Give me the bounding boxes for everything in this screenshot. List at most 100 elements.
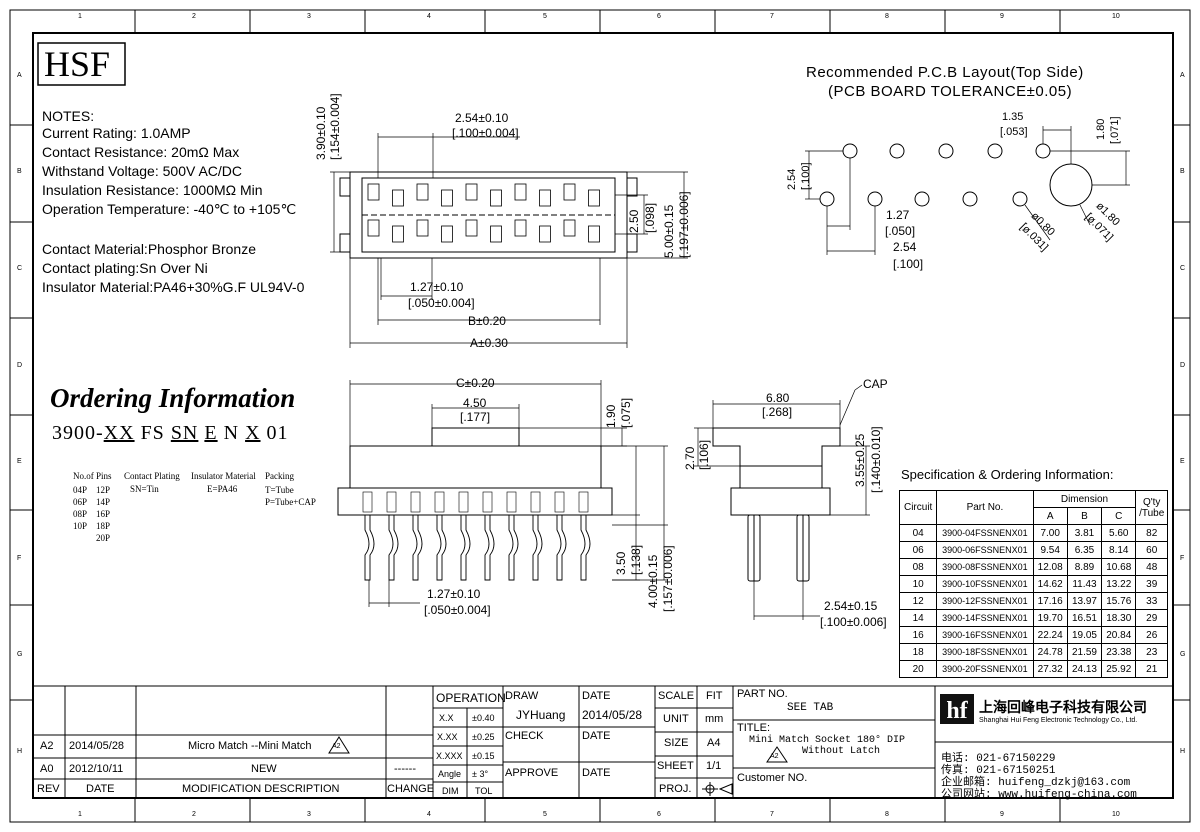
- side-view-dims: [349, 380, 668, 607]
- dim-end-h1-in: [.106]: [697, 439, 711, 470]
- zone-col-9-bottom: 9: [1000, 811, 1004, 818]
- pcb-tolerance: (PCB BOARD TOLERANCE±0.05): [828, 83, 1073, 100]
- dim-side-w-in: [.177]: [460, 410, 491, 424]
- approve-date-label: DATE: [582, 767, 611, 779]
- zone-row-c: C: [17, 265, 23, 272]
- tol-angle: Angle: [438, 769, 462, 779]
- pin: [364, 515, 375, 581]
- dim-end-h2-in: [.140±0.010]: [869, 426, 883, 493]
- contact-slot: [490, 225, 502, 243]
- contact-slot: [441, 225, 453, 243]
- code-suffix: 01: [260, 422, 289, 444]
- spec-cell: 8.89: [1066, 558, 1103, 576]
- spec-cell: 06: [898, 541, 938, 559]
- th-dimension: Dimension: [1032, 490, 1137, 508]
- pcb-d3-in: [.100]: [800, 162, 812, 190]
- zone-row-d-right: D: [1180, 362, 1186, 369]
- size-label: SIZE: [664, 737, 689, 749]
- zone-row-h-right: H: [1180, 748, 1186, 755]
- proj-label: PROJ.: [659, 783, 692, 795]
- pin-slot: [530, 491, 541, 513]
- pin: [460, 515, 471, 581]
- spec-cell: 12.08: [1032, 558, 1068, 576]
- packing-label: Packing: [265, 471, 294, 481]
- tol-xx: X.X: [439, 713, 454, 723]
- top-view-contacts: [367, 183, 600, 243]
- contact-slot: [539, 189, 551, 207]
- zone-row-a: A: [17, 72, 22, 79]
- dim-c: C±0.20: [456, 376, 495, 390]
- pin: [508, 515, 519, 581]
- dim-end-h2: 3.55±0.25: [853, 433, 867, 487]
- sheet-label: SHEET: [657, 760, 694, 772]
- zone-row-h: H: [17, 748, 23, 755]
- spec-cell: 3900-18FSSNENX01: [936, 643, 1034, 661]
- spec-cell: 04: [898, 524, 938, 542]
- spec-cell: 13.97: [1066, 592, 1103, 610]
- pcb-d1: 1.35: [1002, 111, 1024, 123]
- contact-slot: [416, 183, 429, 201]
- rev-a2-date: 2014/05/28: [69, 740, 125, 752]
- spec-cell: 23: [1135, 643, 1168, 661]
- pcb-title: Recommended P.C.B Layout(Top Side): [806, 64, 1084, 81]
- dim-pitch-in: [.100±0.004]: [452, 126, 519, 140]
- plating-value: SN=Tin: [130, 484, 159, 494]
- spec-cell: 3900-14FSSNENX01: [936, 609, 1034, 627]
- spec-cell: 82: [1135, 524, 1168, 542]
- customer-label: Customer NO.: [737, 772, 808, 784]
- spec-cell: 10.68: [1101, 558, 1137, 576]
- zone-col-6: 6: [657, 13, 661, 20]
- material-line: Insulator Material:PA46+30%G.F UL94V-0: [42, 279, 305, 295]
- pcb-dims: [805, 126, 1130, 255]
- part-no-label: PART NO.: [737, 688, 788, 700]
- zone-row-g: G: [17, 651, 23, 658]
- scale-label: SCALE: [658, 690, 695, 702]
- dim-top-height-in: [.154±0.004]: [328, 93, 342, 160]
- operation-label: OPERATION: [436, 691, 506, 705]
- company-fax: 传真: 021-67150251: [941, 765, 1056, 777]
- zone-col-1: 1: [78, 13, 82, 20]
- rev-a0-date: 2012/10/11: [69, 763, 124, 775]
- contact-slot: [367, 183, 380, 201]
- desc-header: MODIFICATION DESCRIPTION: [182, 783, 340, 795]
- zone-ticks: [10, 10, 1190, 822]
- dim-side-h3: 4.00±0.15: [646, 554, 660, 608]
- spec-cell: 27.32: [1032, 660, 1068, 678]
- spec-cell: 10: [898, 575, 938, 593]
- spec-cell: 3900-16FSSNENX01: [936, 626, 1034, 644]
- dim-side-pitch: 1.27±0.10: [427, 587, 481, 601]
- code-prefix: 3900-: [52, 422, 104, 444]
- spec-cell: 14.62: [1032, 575, 1068, 593]
- ordering-title: Ordering Information: [50, 383, 296, 413]
- contact-slot: [490, 189, 502, 207]
- dim-pitch: 2.54±0.10: [455, 111, 509, 125]
- zone-row-e-right: E: [1180, 458, 1185, 465]
- zone-col-3-bottom: 3: [307, 811, 311, 818]
- part-no-value: SEE TAB: [787, 702, 834, 714]
- spec-cell: 7.00: [1032, 524, 1068, 542]
- zone-col-4-bottom: 4: [427, 811, 431, 818]
- spec-cell: 14: [898, 609, 938, 627]
- contact-slot: [514, 183, 527, 201]
- dim-width: 5.00±0.15: [662, 204, 676, 258]
- spec-cell: 3900-20FSSNENX01: [936, 660, 1034, 678]
- contact-slot: [563, 183, 576, 201]
- dim-top-height: 3.90±0.10: [314, 106, 328, 160]
- spec-cell: 20: [898, 660, 938, 678]
- pin: [436, 515, 447, 581]
- title-rev-mark: A2: [770, 753, 779, 760]
- pin: [412, 515, 423, 581]
- zone-row-d: D: [17, 362, 23, 369]
- spec-cell: 26: [1135, 626, 1168, 644]
- tol-xxx: X.XX: [437, 732, 458, 742]
- size-value: A4: [707, 737, 721, 749]
- zone-col-7-bottom: 7: [770, 811, 774, 818]
- notes-heading: NOTES:: [42, 108, 95, 124]
- code-plating: SN: [170, 422, 199, 444]
- dim-width-in: [.197±0.006]: [677, 191, 691, 258]
- spec-cell: 3.81: [1066, 524, 1103, 542]
